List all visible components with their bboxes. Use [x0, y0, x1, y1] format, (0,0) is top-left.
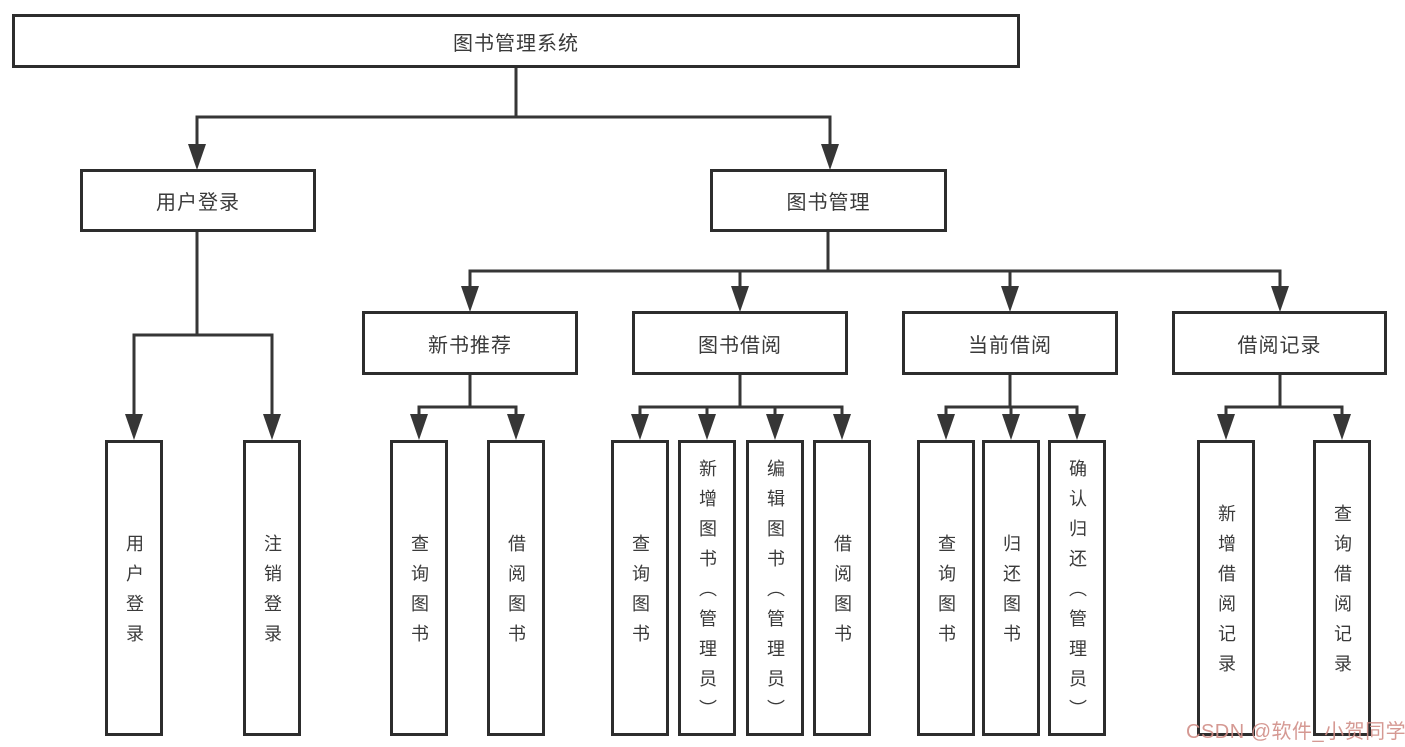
arrowhead — [1271, 286, 1289, 312]
arrowhead — [698, 414, 716, 440]
node-borrow-record: 借阅记录 — [1172, 311, 1387, 375]
leaf-borrow-edit-admin-label: 编辑图书（管理员） — [765, 459, 785, 729]
leaf-record-add: 新增借阅记录 — [1197, 440, 1255, 736]
leaf-borrow-borrow: 借阅图书 — [813, 440, 871, 736]
connector-current-borrow-branch — [937, 375, 1086, 440]
node-current-borrow: 当前借阅 — [902, 311, 1118, 375]
leaf-newbook-borrow: 借阅图书 — [487, 440, 545, 736]
leaf-user-login-label: 用户登录 — [124, 534, 144, 654]
leaf-record-query-label: 查询借阅记录 — [1332, 504, 1352, 684]
node-new-book-rec: 新书推荐 — [362, 311, 578, 375]
connector-book-mgmt-to-level3 — [461, 231, 1289, 312]
leaf-borrow-borrow-label: 借阅图书 — [832, 534, 852, 654]
arrowhead — [1002, 414, 1020, 440]
node-current-borrow-label: 当前借阅 — [968, 334, 1052, 357]
node-user-login: 用户登录 — [80, 169, 316, 232]
arrowhead — [1333, 414, 1351, 440]
leaf-current-query: 查询图书 — [917, 440, 975, 736]
arrowhead — [125, 414, 143, 440]
arrowhead — [833, 414, 851, 440]
leaf-borrow-add-admin: 新增图书（管理员） — [678, 440, 736, 736]
arrowhead — [1001, 286, 1019, 312]
leaf-logout-label: 注销登录 — [262, 534, 282, 654]
arrowhead — [1217, 414, 1235, 440]
leaf-current-return: 归还图书 — [982, 440, 1040, 736]
arrowhead — [507, 414, 525, 440]
leaf-borrow-edit-admin: 编辑图书（管理员） — [746, 440, 804, 736]
arrowhead — [821, 144, 839, 170]
leaf-current-confirm-admin: 确认归还（管理员） — [1048, 440, 1106, 736]
leaf-borrow-query: 查询图书 — [611, 440, 669, 736]
leaf-current-return-label: 归还图书 — [1001, 534, 1021, 654]
node-root: 图书管理系统 — [12, 14, 1020, 68]
node-book-borrow-label: 图书借阅 — [698, 334, 782, 357]
connector-book-borrow-branch — [631, 375, 851, 440]
connector-root-to-level2 — [188, 68, 839, 170]
arrowhead — [410, 414, 428, 440]
arrowhead — [731, 286, 749, 312]
leaf-current-query-label: 查询图书 — [936, 534, 956, 654]
arrowhead — [631, 414, 649, 440]
leaf-user-login: 用户登录 — [105, 440, 163, 736]
leaf-record-add-label: 新增借阅记录 — [1216, 504, 1236, 684]
node-book-borrow: 图书借阅 — [632, 311, 848, 375]
leaf-borrow-query-label: 查询图书 — [630, 534, 650, 654]
arrowhead — [188, 144, 206, 170]
node-new-book-rec-label: 新书推荐 — [428, 334, 512, 357]
leaf-newbook-query: 查询图书 — [390, 440, 448, 736]
csdn-watermark: CSDN @软件_小贺同学 — [1186, 721, 1405, 743]
node-borrow-record-label: 借阅记录 — [1237, 334, 1322, 357]
connector-borrow-record-branch — [1217, 375, 1351, 440]
arrowhead — [937, 414, 955, 440]
arrowhead — [461, 286, 479, 312]
leaf-borrow-add-admin-label: 新增图书（管理员） — [697, 459, 717, 729]
leaf-logout: 注销登录 — [243, 440, 301, 736]
node-user-login-label: 用户登录 — [156, 192, 240, 214]
arrowhead — [263, 414, 281, 440]
connector-user-login-branch — [125, 232, 281, 440]
arrowhead — [1068, 414, 1086, 440]
connector-new-book-branch — [410, 375, 525, 440]
leaf-current-confirm-admin-label: 确认归还（管理员） — [1067, 459, 1087, 729]
node-book-mgmt-label: 图书管理 — [786, 192, 871, 214]
node-book-mgmt: 图书管理 — [710, 169, 947, 232]
leaf-newbook-borrow-label: 借阅图书 — [506, 534, 526, 654]
arrowhead — [766, 414, 784, 440]
leaf-newbook-query-label: 查询图书 — [409, 534, 429, 654]
node-root-label: 图书管理系统 — [453, 32, 579, 55]
leaf-record-query: 查询借阅记录 — [1313, 440, 1371, 736]
